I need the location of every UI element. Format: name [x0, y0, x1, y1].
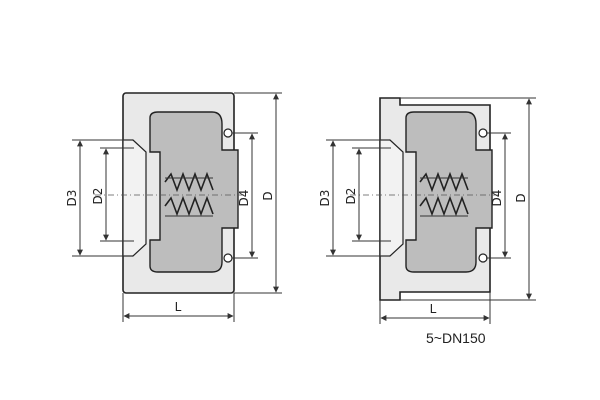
right-seat-flange — [379, 139, 404, 257]
left-seat-flange — [122, 139, 147, 257]
right-d3-label: D3 — [318, 190, 332, 207]
left-spring — [164, 171, 214, 217]
right-d2-label: D2 — [344, 188, 358, 205]
left-d2-label: D2 — [91, 188, 105, 205]
right-l-label: L — [430, 302, 437, 316]
left-d3-label: D3 — [65, 190, 79, 207]
right-d-label: D — [514, 193, 528, 202]
right-valve-view: D3 D2 D4 D L 5~DN150 — [318, 97, 536, 346]
size-range-caption: 5~DN150 — [426, 330, 486, 346]
left-d-label: D — [261, 191, 275, 200]
left-valve-disc — [149, 111, 239, 273]
right-d4-label: D4 — [490, 190, 504, 207]
left-l-label: L — [175, 300, 182, 314]
right-bottom-bolt — [478, 253, 488, 263]
left-bottom-bolt — [223, 253, 233, 263]
right-spring — [419, 171, 469, 217]
right-top-bolt — [478, 128, 488, 138]
left-d4-label: D4 — [237, 190, 251, 207]
left-valve-view: D3 D2 D4 D L — [65, 92, 282, 322]
left-top-bolt — [223, 128, 233, 138]
right-valve-disc — [405, 111, 493, 273]
